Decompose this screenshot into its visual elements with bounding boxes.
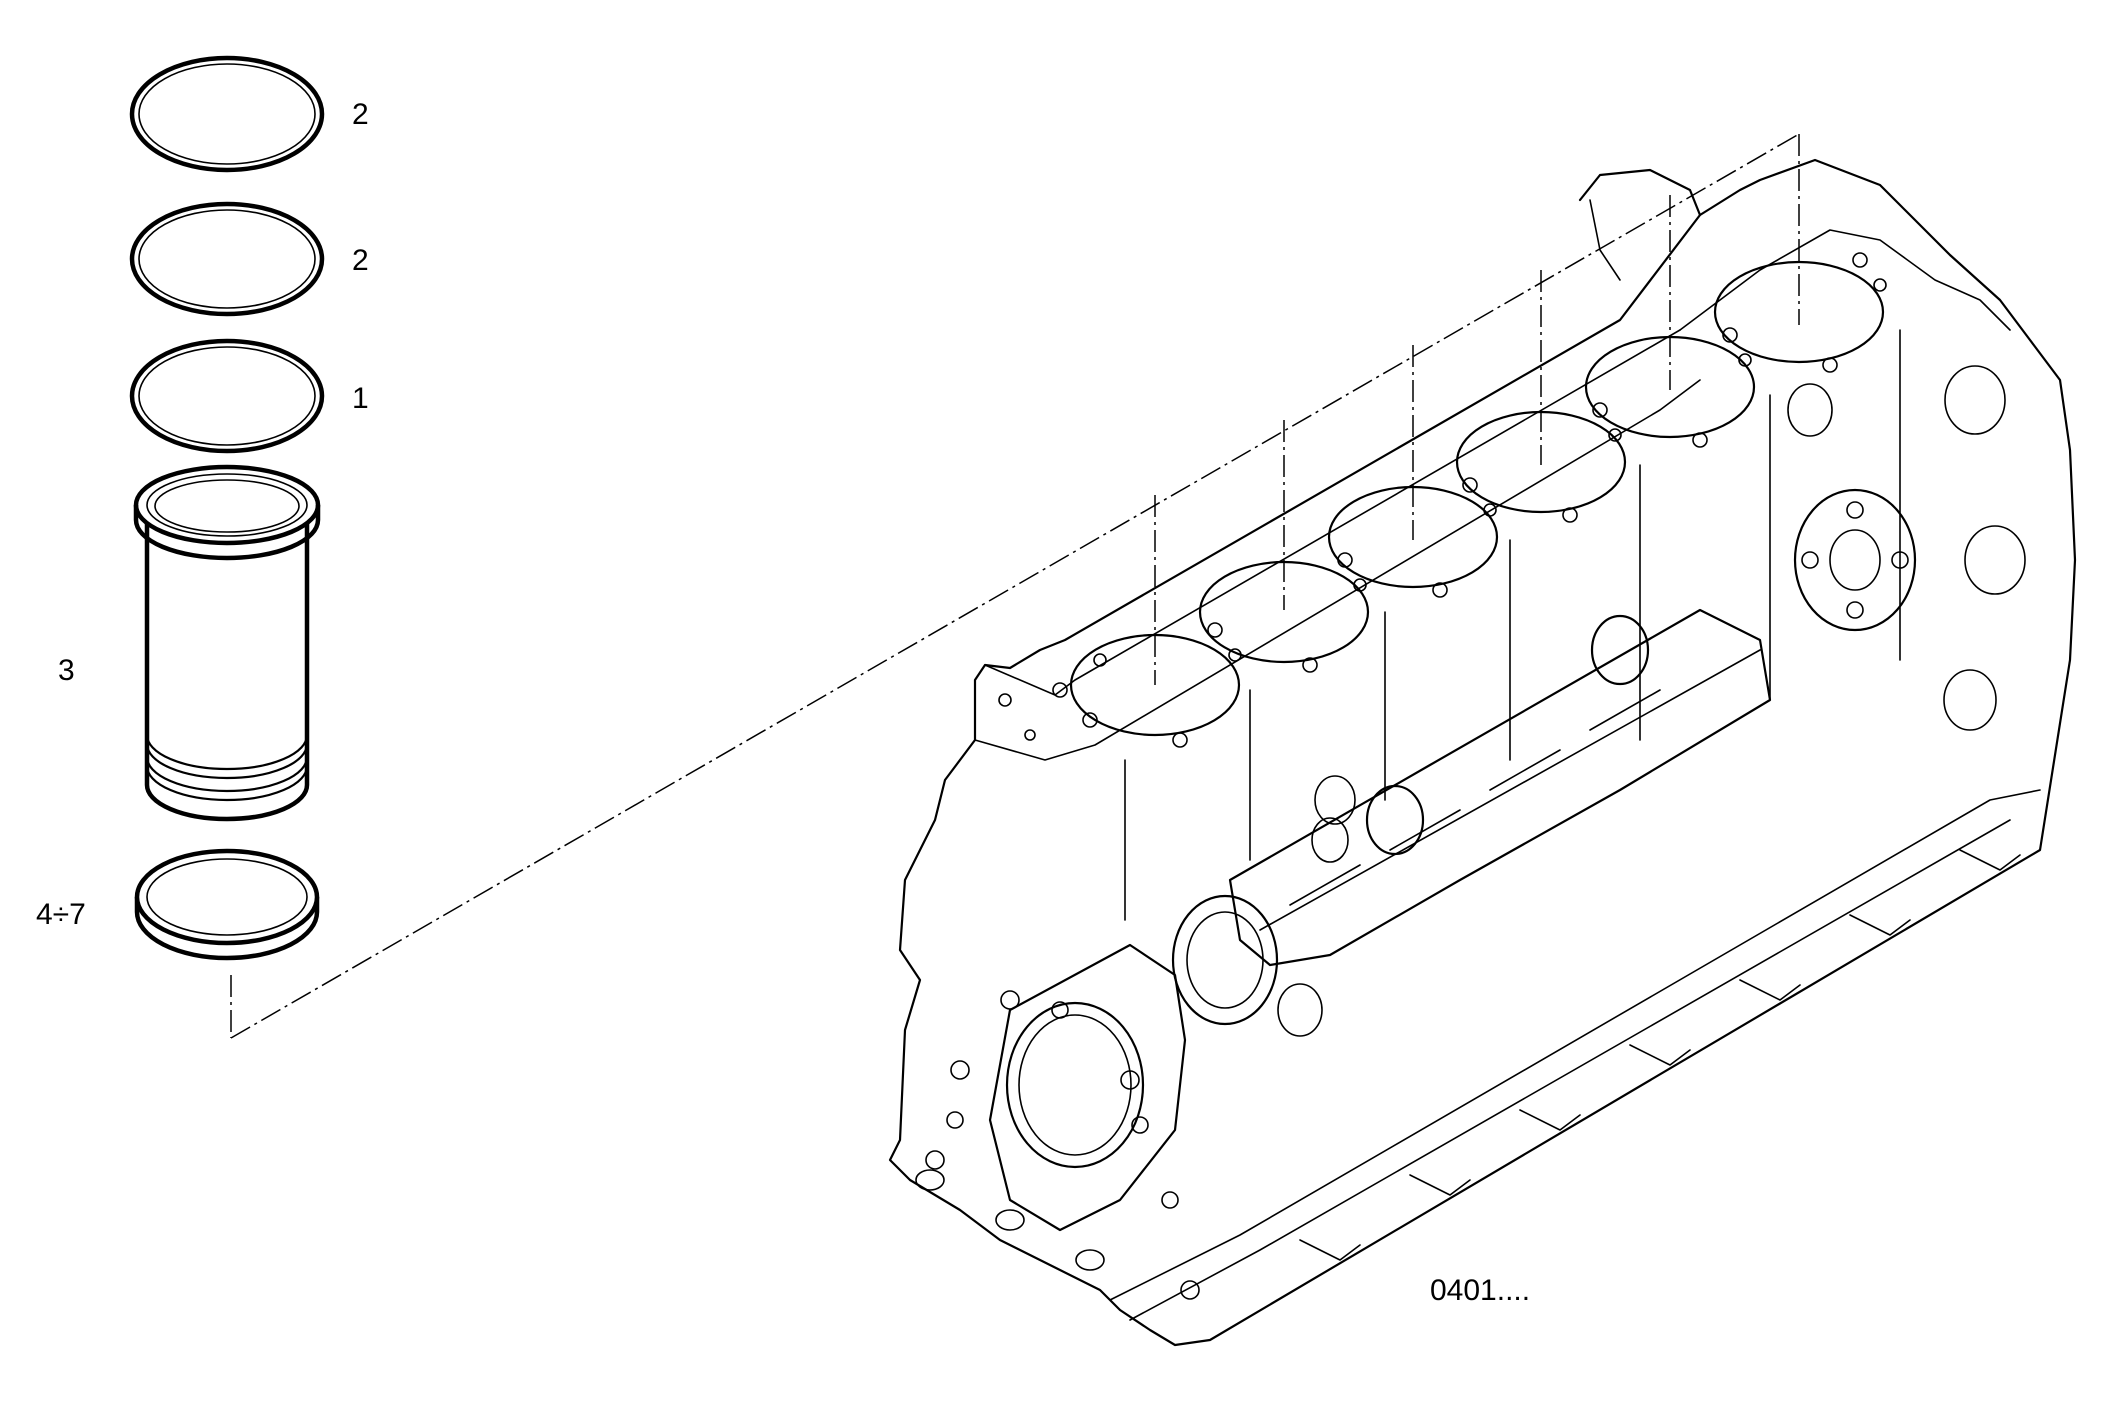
callout-seal-ring-1: 1 (352, 382, 369, 415)
callout-seal-ring-upper-a: 2 (352, 98, 369, 131)
seal-ring-1[interactable] (129, 338, 325, 454)
assembly-centerlines (230, 133, 1800, 1039)
shim-ring[interactable] (134, 848, 320, 961)
callout-shim-ring: 4÷7 (36, 898, 86, 931)
seal-ring-upper-a[interactable] (129, 55, 325, 173)
seal-ring-upper-b[interactable] (129, 201, 325, 317)
callout-seal-ring-upper-b: 2 (352, 244, 369, 277)
cylinder-liner[interactable] (133, 464, 321, 822)
drawing-code: 0401.... (1430, 1274, 1530, 1307)
callout-cylinder-liner: 3 (58, 654, 75, 687)
engine-block[interactable] (888, 158, 2077, 1347)
